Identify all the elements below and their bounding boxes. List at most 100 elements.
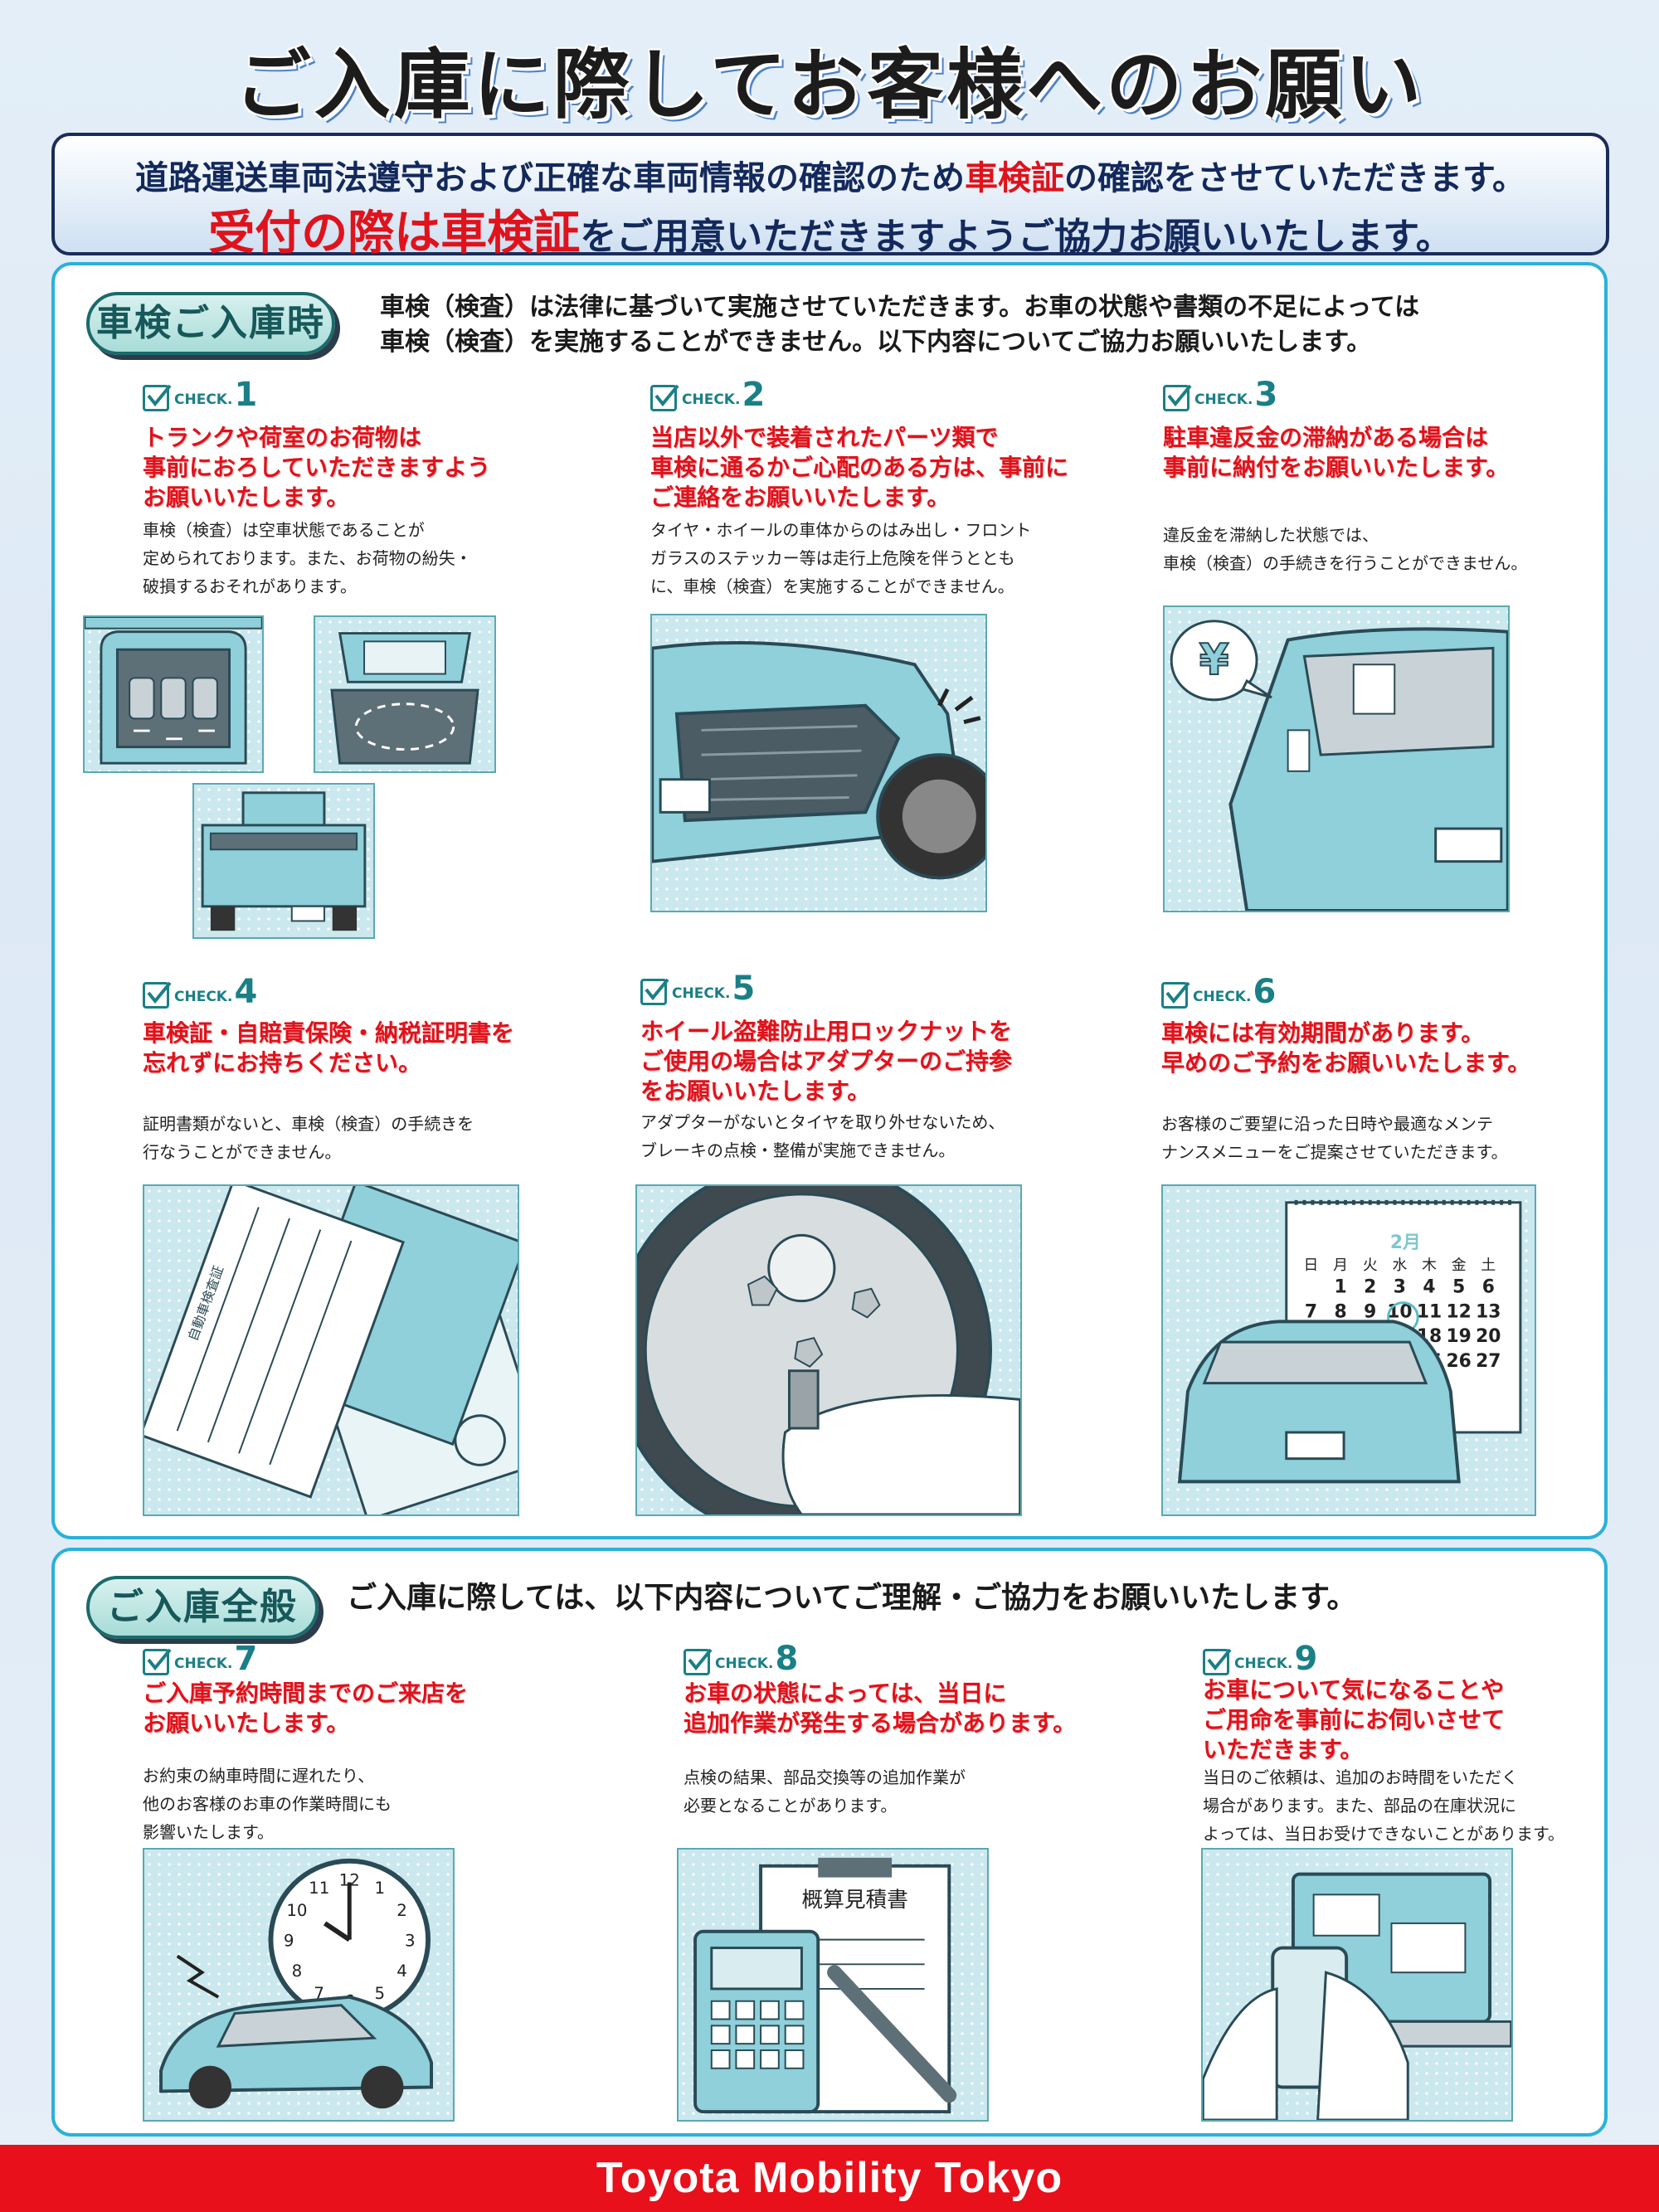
check-label: CHECK. xyxy=(682,391,741,408)
check-heading-line: をお願いいたします。 xyxy=(640,1077,871,1105)
check-description-8: 点検の結果、部品交換等の追加作業が必要となることがあります。 xyxy=(684,1763,966,1820)
check-heading-2: 当店以外で装着されたパーツ類で車検に通るかご心配のある方は、事前にご連絡をお願い… xyxy=(650,423,1068,513)
clock-number: 2 xyxy=(397,1901,407,1920)
clock-number: 10 xyxy=(286,1901,307,1920)
check-heading-line: 早めのご予約をお願いいたします。 xyxy=(1161,1049,1531,1077)
check-badge-2: CHECK.2 xyxy=(650,375,765,411)
check-heading-line: ホイール盗難防止用ロックナットを xyxy=(640,1018,1013,1045)
check-heading-line: いただきます。 xyxy=(1203,1736,1364,1763)
clock-number: 11 xyxy=(309,1879,329,1898)
calendar-weekday: 水 xyxy=(1392,1257,1407,1274)
calendar-weekday: 日 xyxy=(1304,1257,1319,1274)
check-heading-9: お車について気になることやご用命を事前にお伺いさせていただきます。 xyxy=(1203,1675,1505,1765)
illustration-documents: 自動車検査証 xyxy=(143,1184,519,1516)
section-label-general: ご入庫全般 xyxy=(86,1576,319,1639)
illustration-estimate: 概算見積書 xyxy=(677,1848,989,2122)
documents-stack: 自動車検査証 xyxy=(144,1186,518,1514)
checkbox-icon xyxy=(640,978,669,1005)
check-description-line: 車検（検査）の手続きを行うことができません。 xyxy=(1163,553,1528,573)
notice-line2-highlight: 受付の際は車検証 xyxy=(208,207,581,260)
illustration-van-luggage xyxy=(83,615,264,773)
check-description-line: 点検の結果、部品交換等の追加作業が xyxy=(684,1767,966,1787)
calendar-day: 7 xyxy=(1305,1301,1317,1322)
check-number: 4 xyxy=(234,973,258,1011)
checkbox-icon xyxy=(143,384,172,411)
calendar-weekday: 金 xyxy=(1452,1257,1467,1274)
check-description-line: 破損するおそれがあります。 xyxy=(143,576,357,596)
check-description-9: 当日のご依頼は、追加のお時間をいただく場合があります。また、部品の在庫状況によっ… xyxy=(1203,1763,1564,1848)
check-description-line: 当日のご依頼は、追加のお時間をいただく xyxy=(1203,1767,1518,1787)
check-description-line: ブレーキの点検・整備が実施できません。 xyxy=(640,1140,956,1160)
section-intro-inspection: 車検（検査）は法律に基づいて実施させていただきます。お車の状態や書類の不足によっ… xyxy=(380,290,1574,360)
check-heading-line: 車検に通るかご心配のある方は、事前に xyxy=(650,454,1069,481)
notice-line-2: 受付の際は車検証をご用意いただきますようご協力お願いいたします。 xyxy=(55,196,1606,263)
notice-line-1: 道路運送車両法遵守および正確な車両情報の確認のため車検証の確認をさせていただきま… xyxy=(55,151,1606,199)
calendar-weekday: 土 xyxy=(1481,1257,1496,1274)
check-heading-line: 当店以外で装着されたパーツ類で xyxy=(650,424,999,451)
clock-number: 9 xyxy=(284,1932,294,1951)
checkbox-icon xyxy=(684,1648,713,1675)
check-description-7: お約束の納車時間に遅れたり、他のお客様のお車の作業時間にも影響いたします。 xyxy=(143,1762,392,1846)
page-title: ご入庫に際してお客様へのお願い xyxy=(234,41,1425,129)
check-description-4: 証明書類がないと、車検（検査）の手続きを行なうことができません。 xyxy=(143,1110,474,1166)
illustration-smartphone xyxy=(1201,1848,1513,2122)
illustration-clock: 121234567891011 xyxy=(143,1848,455,2122)
clock-number: 12 xyxy=(339,1870,360,1889)
check-description-line: 場合があります。また、部品の在庫状況に xyxy=(1203,1796,1516,1816)
check-label: CHECK. xyxy=(174,391,233,408)
check-heading-6: 車検には有効期間があります。早めのご予約をお願いいたします。 xyxy=(1161,1018,1530,1078)
check-heading-line: お願いいたします。 xyxy=(143,484,350,511)
check-number: 2 xyxy=(742,376,766,414)
calendar-day: 3 xyxy=(1394,1277,1406,1298)
check-number: 3 xyxy=(1254,376,1278,414)
checkbox-icon xyxy=(1163,384,1192,411)
clock-number: 3 xyxy=(405,1932,416,1951)
calendar-weekday: 火 xyxy=(1363,1257,1378,1274)
clock-number: 1 xyxy=(375,1879,386,1898)
check-badge-7: CHECK.7 xyxy=(143,1639,257,1675)
wheel-locknut xyxy=(637,1186,1020,1514)
notice-line1-text-a: 道路運送車両法遵守および正確な車両情報の確認のため xyxy=(135,159,965,197)
check-heading-8: お車の状態によっては、当日に追加作業が発生する場合があります。 xyxy=(684,1679,1076,1738)
calendar-day: 4 xyxy=(1423,1277,1435,1298)
clock-number: 4 xyxy=(397,1962,407,1981)
calendar-day: 12 xyxy=(1447,1301,1472,1322)
intro-line: 車検（検査）を実施することができません。以下内容についてご協力お願いいたします。 xyxy=(380,328,1372,357)
intro-line: 車検（検査）は法律に基づいて実施させていただきます。お車の状態や書類の不足によっ… xyxy=(380,293,1420,322)
check-heading-line: お車について気になることや xyxy=(1203,1676,1505,1704)
check-description-line: 行なうことができません。 xyxy=(143,1142,342,1162)
calendar-day: 9 xyxy=(1364,1301,1376,1322)
check-description-line: ナンスメニューをご提案させていただきます。 xyxy=(1161,1142,1508,1162)
check-heading-line: 忘れずにお持ちください。 xyxy=(143,1049,422,1077)
trunk-illustration xyxy=(330,632,479,765)
clock-number: 8 xyxy=(292,1962,303,1981)
calendar-weekdays: 日月火水木金土 xyxy=(1304,1257,1496,1274)
checkbox-icon xyxy=(1203,1648,1232,1675)
check-description-line: 定められております。また、お荷物の紛失・ xyxy=(143,548,472,568)
calendar-day: 8 xyxy=(1335,1301,1347,1322)
check-description-6: お客様のご要望に沿った日時や最適なメンテナンスメニューをご提案させていただきます… xyxy=(1161,1110,1508,1166)
check-badge-8: CHECK.8 xyxy=(684,1639,798,1675)
calendar-weekday: 月 xyxy=(1333,1257,1348,1274)
check-label: CHECK. xyxy=(715,1655,774,1672)
illustration-truck xyxy=(192,783,375,939)
check-number: 6 xyxy=(1253,973,1277,1011)
check-heading-line: 車検には有効期間があります。 xyxy=(1161,1019,1485,1047)
check-heading-line: トランクや荷室のお荷物は xyxy=(143,424,422,451)
check-number: 1 xyxy=(234,376,258,414)
checkbox-icon xyxy=(143,1648,172,1675)
check-badge-6: CHECK.6 xyxy=(1161,972,1276,1009)
check-description-line: ガラスのステッカー等は走行上危険を伴うととも xyxy=(650,548,1015,568)
calendar-weekday: 木 xyxy=(1422,1257,1437,1274)
illustration-aftermarket-parts xyxy=(650,614,987,912)
yen-symbol: ¥ xyxy=(1199,635,1229,685)
truck-illustration xyxy=(201,791,367,931)
check-label: CHECK. xyxy=(1194,391,1253,408)
van-illustration xyxy=(85,617,262,765)
check-number: 5 xyxy=(732,970,756,1008)
notice-line1-text-b: の確認をさせていただきます。 xyxy=(1064,159,1525,197)
check-description-line: お客様のご要望に沿った日時や最適なメンテ xyxy=(1161,1114,1493,1134)
notice-line1-highlight: 車検証 xyxy=(965,159,1064,197)
